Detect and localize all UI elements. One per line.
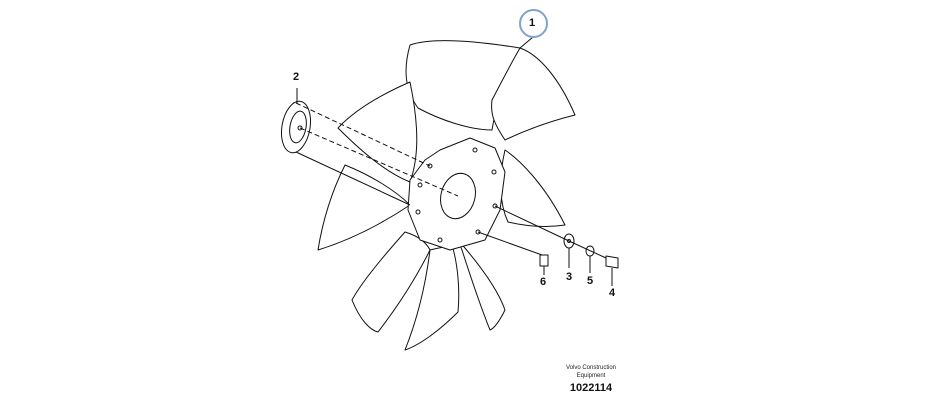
bolt [605,255,619,269]
manufacturer-line-1: Volvo Construction [565,365,617,371]
fan-blade-bottom-right [457,239,506,331]
fan-blade-left-upper [337,81,418,183]
manufacturer-caption: Volvo Construction Equipment [548,364,634,380]
bushing [539,254,549,267]
part-label-5: 5 [587,275,594,287]
part-label-4: 4 [609,287,616,299]
part-label-1: 1 [529,17,536,29]
highlight-ring [519,9,548,38]
manufacturer-line-2: Equipment [576,373,606,379]
part-label-2: 2 [293,71,300,83]
fan-blade-bottom-left [351,231,431,333]
fan-blade-right [500,149,566,227]
part-label-6: 6 [540,276,547,288]
fan-blade-left [317,164,411,251]
part-label-3: 3 [566,271,573,283]
fan-blade-top-right [491,47,576,141]
drawing-number: 1022114 [569,382,613,394]
